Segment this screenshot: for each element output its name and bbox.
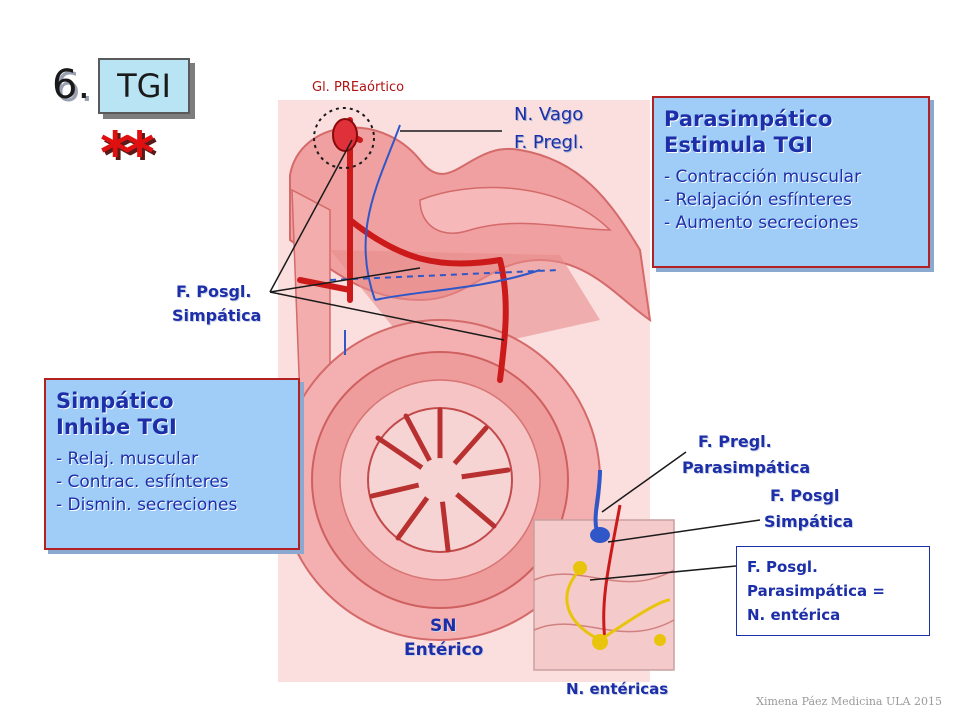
label-simpatica-2: Simpática: [764, 512, 854, 531]
enteric-line-3: N. entérica: [747, 606, 841, 624]
enteric-panel-layer2: [533, 619, 675, 633]
parasympathetic-panel: Parasimpático Estimula TGI - Contracción…: [652, 96, 930, 268]
tgi-tag: TGI: [98, 58, 190, 114]
label-gl-preaortico: Gl. PREaórtico: [312, 80, 405, 95]
sympathetic-panel: Simpático Inhibe TGI - Relaj. muscular -…: [44, 378, 300, 550]
label-f-pregl: F. Pregl.: [514, 132, 584, 153]
yellow-neuron-1: [573, 561, 587, 575]
parasympathetic-subtitle: Estimula TGI: [664, 133, 813, 157]
leader-lines: [269, 130, 761, 581]
intestine-fold: [419, 186, 612, 234]
ganglion-highlight-circle: [313, 107, 375, 169]
label-n-entericas: N. entéricas: [566, 680, 669, 698]
label-simpatica: Simpática: [172, 306, 262, 325]
sympathetic-effect: - Contrac. esfínteres: [56, 472, 229, 492]
label-f-pregl-para: F. Pregl.: [698, 432, 772, 451]
tgi-tag-label: TGI: [117, 67, 171, 105]
enteric-line-2: Parasimpática =: [747, 582, 885, 600]
yellow-neuron-3: [654, 634, 666, 646]
sympathetic-subtitle: Inhibe TGI: [56, 415, 177, 439]
sympathetic-effect: - Relaj. muscular: [56, 449, 199, 469]
preaortic-ganglion: [332, 118, 358, 152]
label-f-posgl-simp: F. Posgl: [770, 486, 840, 505]
yellow-neuron-2: [592, 634, 608, 650]
sympathetic-effects-list: - Relaj. muscular - Contrac. esfínteres …: [56, 448, 288, 517]
parasympathetic-title: Parasimpático: [664, 107, 833, 131]
label-n-vago: N. Vago: [514, 104, 584, 125]
label-f-posgl: F. Posgl.: [176, 282, 252, 301]
enteric-line-1: F. Posgl.: [747, 558, 818, 576]
author-credit: Ximena Páez Medicina ULA 2015: [756, 695, 942, 708]
parasympathetic-effect: - Contracción muscular: [664, 167, 862, 187]
lumen-center: [418, 458, 462, 502]
sympathetic-title: Simpático: [56, 389, 174, 413]
importance-stars: **: [100, 119, 155, 187]
label-parasimpatica: Parasimpática: [682, 458, 811, 477]
slide-number: 6.: [52, 62, 91, 108]
enteric-neuron-yellow: [565, 568, 671, 642]
enteric-neuron-blue: [590, 527, 610, 543]
enteric-panel: F. Posgl. Parasimpática = N. entérica: [736, 546, 930, 636]
sympathetic-effect: - Dismin. secreciones: [56, 495, 238, 515]
parasympathetic-effect: - Relajación esfínteres: [664, 190, 852, 210]
parasympathetic-effects-list: - Contracción muscular - Relajación esfí…: [664, 166, 918, 235]
vagal-nerve-dashed: [329, 269, 561, 281]
label-enterico: Entérico: [404, 640, 484, 660]
label-sn: SN: [430, 616, 457, 636]
parasympathetic-effect: - Aumento secreciones: [664, 213, 859, 233]
